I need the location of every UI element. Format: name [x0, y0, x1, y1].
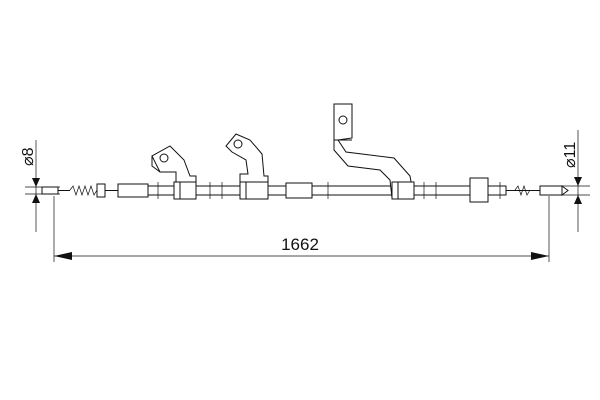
length-label: 1662: [281, 235, 319, 254]
bracket-3: [333, 103, 415, 200]
cable-assembly: [41, 103, 569, 203]
bracket-2: [225, 133, 269, 200]
bracket-1: [151, 145, 197, 200]
right-diameter-callout: ⌀11: [548, 130, 590, 232]
length-dimension: 1662: [54, 235, 549, 260]
left-diameter-label: ⌀8: [20, 147, 37, 166]
right-diameter-label: ⌀11: [562, 142, 579, 168]
right-clamp: [469, 177, 489, 203]
